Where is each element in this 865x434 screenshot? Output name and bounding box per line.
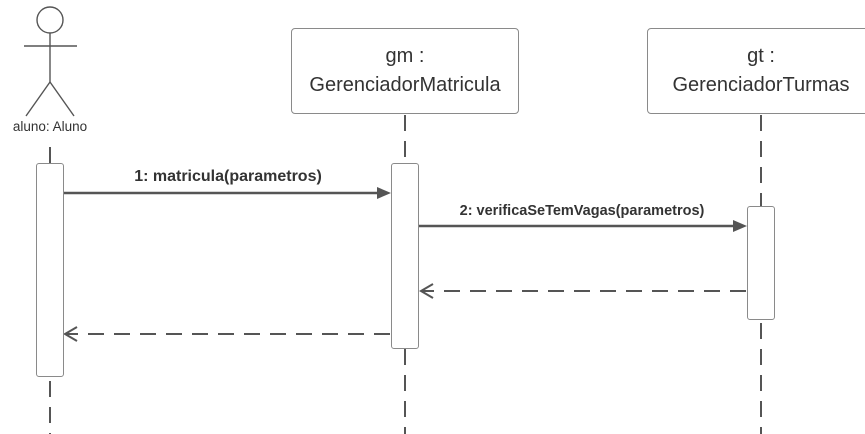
participant-gt: gt : GerenciadorTurmas (647, 28, 865, 114)
participant-gm-class: GerenciadorMatricula (309, 74, 501, 96)
message-1-arrowhead (377, 187, 391, 199)
activation-aluno (36, 163, 64, 377)
message-1-label: 1: matricula(parametros) (134, 168, 322, 185)
actor-right-leg (49, 81, 75, 117)
activation-gm (391, 163, 419, 349)
message-2-arrowhead (733, 220, 747, 232)
participant-gt-class: GerenciadorTurmas (672, 74, 850, 96)
participant-gt-name: gt : (747, 45, 775, 67)
message-2-label: 2: verificaSeTemVagas(parametros) (459, 203, 705, 219)
return-message-2-arrowhead (419, 283, 434, 299)
participant-gm: gm : GerenciadorMatricula (291, 28, 519, 114)
actor-figure (24, 6, 77, 117)
activation-gt (747, 206, 775, 320)
return-message-1-arrowhead (63, 326, 78, 342)
actor-left-leg (25, 81, 51, 117)
actor-label: aluno: Aluno (12, 119, 88, 134)
participant-gm-name: gm : (385, 45, 425, 67)
